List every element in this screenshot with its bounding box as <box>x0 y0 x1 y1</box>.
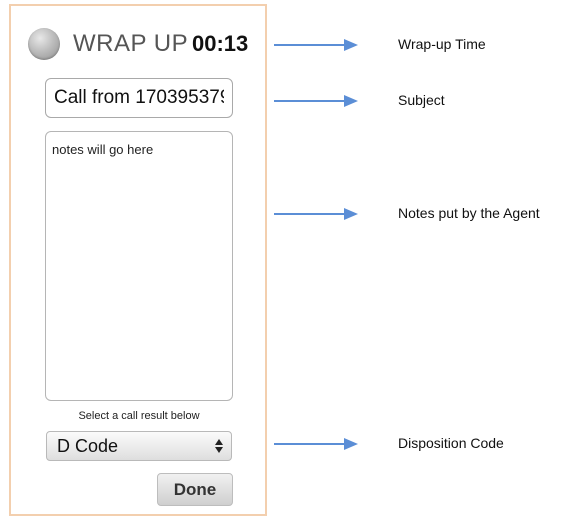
notes-textarea[interactable]: notes will go here <box>45 131 233 401</box>
done-button[interactable]: Done <box>157 473 233 506</box>
subject-input[interactable] <box>45 78 233 118</box>
wrap-up-title: WRAP UP <box>73 30 189 57</box>
arrow-right-icon <box>274 39 358 51</box>
arrow-right-icon <box>274 208 358 220</box>
wrap-up-panel: WRAP UP 00:13 notes will go here Select … <box>9 4 267 516</box>
annotation-label: Subject <box>398 92 445 108</box>
disposition-code-select[interactable]: D Code <box>46 431 232 461</box>
status-dot-icon <box>28 28 60 60</box>
select-updown-icon <box>215 439 223 453</box>
arrow-right-icon <box>274 438 358 450</box>
annotation-label: Wrap-up Time <box>398 36 486 52</box>
annotation-label: Disposition Code <box>398 435 504 451</box>
disposition-selected-value: D Code <box>57 435 119 456</box>
wrap-up-timer: 00:13 <box>192 31 249 56</box>
annotation-label: Notes put by the Agent <box>398 205 540 221</box>
arrow-right-icon <box>274 95 358 107</box>
call-result-hint: Select a call result below <box>78 410 200 422</box>
